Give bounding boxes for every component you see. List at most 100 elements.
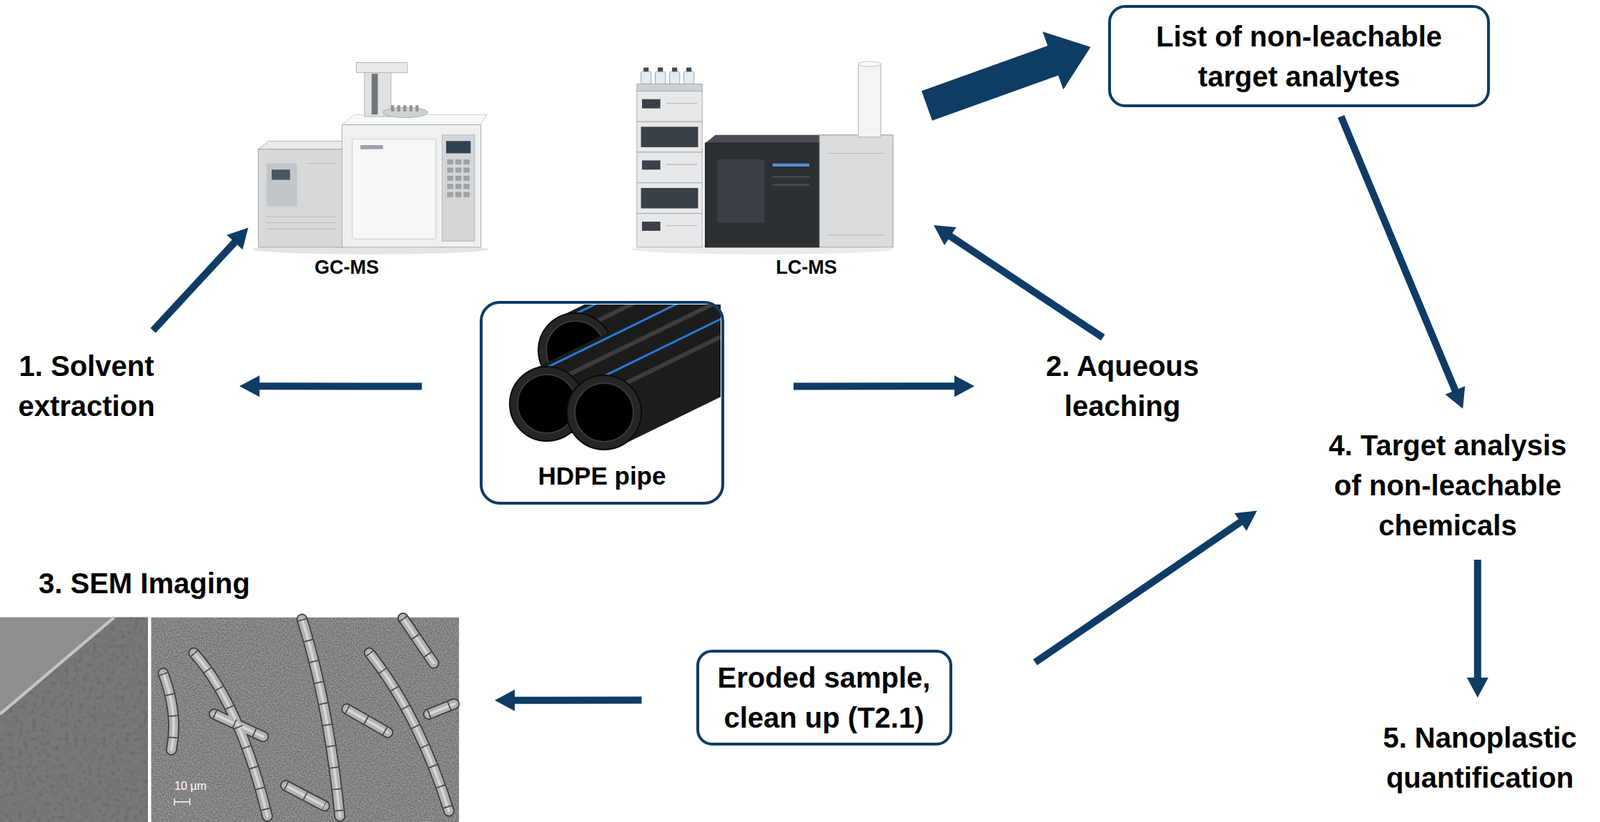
gc-ms-instrument-part: [266, 163, 298, 207]
lc-ms-instrument-part-part: [672, 67, 678, 73]
sem-micrograph-part-part: [173, 798, 175, 806]
step-label: 2. Aqueous leaching: [1029, 343, 1216, 429]
sem-micrograph-part-part: [301, 619, 340, 816]
lc-ms-instrument-part: [772, 163, 810, 167]
sem-micrograph-part-part: [346, 709, 388, 733]
lc-ms-instrument-part: [827, 234, 886, 236]
sem-micrograph-part-part: [428, 704, 454, 715]
hdpe-pipes: [509, 304, 721, 450]
sem-micrograph-part: [163, 618, 454, 817]
sem-micrograph-part-part: [214, 714, 264, 737]
lc-ms-instrument-part-part: [641, 71, 652, 84]
gc-ms-instrument-part: [360, 145, 383, 150]
sem-micrograph-part-part: [285, 785, 325, 807]
lc-ms-instrument-part: [642, 160, 661, 170]
lc-ms-instrument-part: [643, 67, 692, 73]
node-text: 1. Solvent extraction: [4, 346, 169, 427]
lc-ms-instrument: [631, 61, 893, 255]
gc-ms-instrument-part-part: [409, 105, 413, 112]
gc-ms-instrument-part-part: [463, 159, 470, 165]
gc-ms-instrument-part: [441, 135, 475, 241]
lc-ms-instrument-part-part: [657, 67, 663, 73]
sem-micrograph-part-part: [163, 673, 174, 750]
flow-arrow: [150, 227, 249, 333]
step-label: 5. Nanoplastic quantification: [1365, 716, 1595, 800]
lc-ms-instrument-part: [717, 159, 765, 223]
sem-micrograph-part-part: [301, 619, 340, 816]
flow-arrow: [239, 375, 422, 397]
gc-ms-instrument-part-part: [446, 183, 454, 189]
gc-ms-instrument-part-part: [463, 175, 470, 181]
lc-ms-instrument-part: [704, 142, 820, 248]
gc-ms-instrument-part: [356, 62, 407, 73]
sem-micrograph-part-part: [346, 709, 388, 733]
instrument-node: LC-MS: [627, 61, 898, 281]
sem-micrograph-part-part: [346, 709, 388, 733]
lc-ms-instrument-part: [642, 221, 661, 231]
sem-micrograph-part-part: [174, 801, 190, 803]
gc-ms-instrument-part: [266, 222, 337, 224]
sem-panel: 3. SEM Imaging: [0, 563, 459, 822]
sem-micrograph-part: [163, 618, 454, 817]
gc-ms-instrument-part-part: [455, 192, 462, 198]
gc-ms-instrument-part: [446, 159, 469, 198]
gc-ms-instrument-part-part: [397, 105, 401, 112]
hdpe-pipes-part: [574, 383, 634, 442]
lc-ms-instrument-part-part: [686, 67, 692, 73]
sem-micrograph-part-part: [403, 618, 434, 664]
sem-micrograph-part-part: [214, 714, 264, 737]
flow-arrow: [1033, 510, 1257, 665]
sem-micrograph-part-part: [285, 785, 325, 807]
sem-micrograph-part-part: [285, 785, 325, 807]
lc-ms-instrument-part: [666, 225, 698, 226]
gc-ms-instrument-part: [307, 163, 337, 164]
sem-micrograph-part-part: [403, 618, 434, 664]
lc-ms-instrument-part-part: [636, 183, 703, 214]
gc-ms-instrument-part-part: [463, 167, 470, 173]
sem-micrograph-part: [163, 618, 454, 817]
gc-ms-instrument-part-part: [455, 183, 462, 189]
gc-ms-instrument-part: [271, 169, 291, 180]
sem-micrograph-part-part: [189, 798, 191, 806]
sem-micrograph-part: [0, 617, 148, 822]
gc-ms-instrument-part: [258, 149, 344, 248]
flow-arrow: [793, 375, 975, 397]
lc-ms-instrument-part: [642, 99, 661, 109]
gc-ms-instrument-part: [352, 138, 437, 239]
gc-ms-instrument-part: [266, 215, 337, 217]
sem-micrograph-part-part: [428, 704, 454, 715]
gc-ms-instrument-part-part: [455, 159, 462, 165]
flow-arrow: [494, 689, 643, 712]
lc-ms-instrument-part: [704, 135, 826, 143]
sem-micrograph-part-part: [163, 673, 174, 750]
thick-arrow: [921, 31, 1091, 121]
sem-micrograph-part-part: [428, 704, 454, 715]
lc-ms-instrument-part: [641, 126, 699, 148]
node-text: HDPE pipe: [538, 458, 667, 494]
node-text: 4. Target analysis of non-leachable chem…: [1319, 425, 1577, 546]
sem-micrograph: [0, 617, 459, 822]
lc-ms-instrument-part: [858, 61, 881, 67]
lc-ms-instrument-part-part: [684, 71, 695, 84]
sem-micrograph-part-part: [403, 618, 434, 664]
sem-micrograph-part-part: [369, 652, 449, 811]
gc-ms-instrument-part-part: [463, 192, 470, 198]
instrument-node: GC-MS: [250, 61, 485, 281]
gc-ms-instrument-part-part: [446, 159, 454, 165]
node-text: List of non-leachable target analytes: [1134, 16, 1464, 97]
node-text: GC-MS: [314, 255, 379, 279]
sem-micrograph-part-part: [285, 785, 325, 807]
lc-ms-instrument-part: [636, 83, 703, 91]
sem-micrograph-part-part: [301, 619, 340, 816]
gc-ms-instrument-part: [258, 140, 352, 149]
sem-micrograph-part: [174, 798, 190, 806]
sem-micrograph-part-part: [214, 714, 264, 737]
sem-micrograph-part: [0, 617, 148, 822]
sem-micrograph-part-part: [369, 652, 449, 811]
node-text: LC-MS: [775, 255, 837, 279]
lc-ms-instrument-part: [827, 152, 886, 154]
lc-ms-instrument-part-part: [669, 71, 680, 84]
lc-ms-instrument-part: [772, 183, 810, 186]
